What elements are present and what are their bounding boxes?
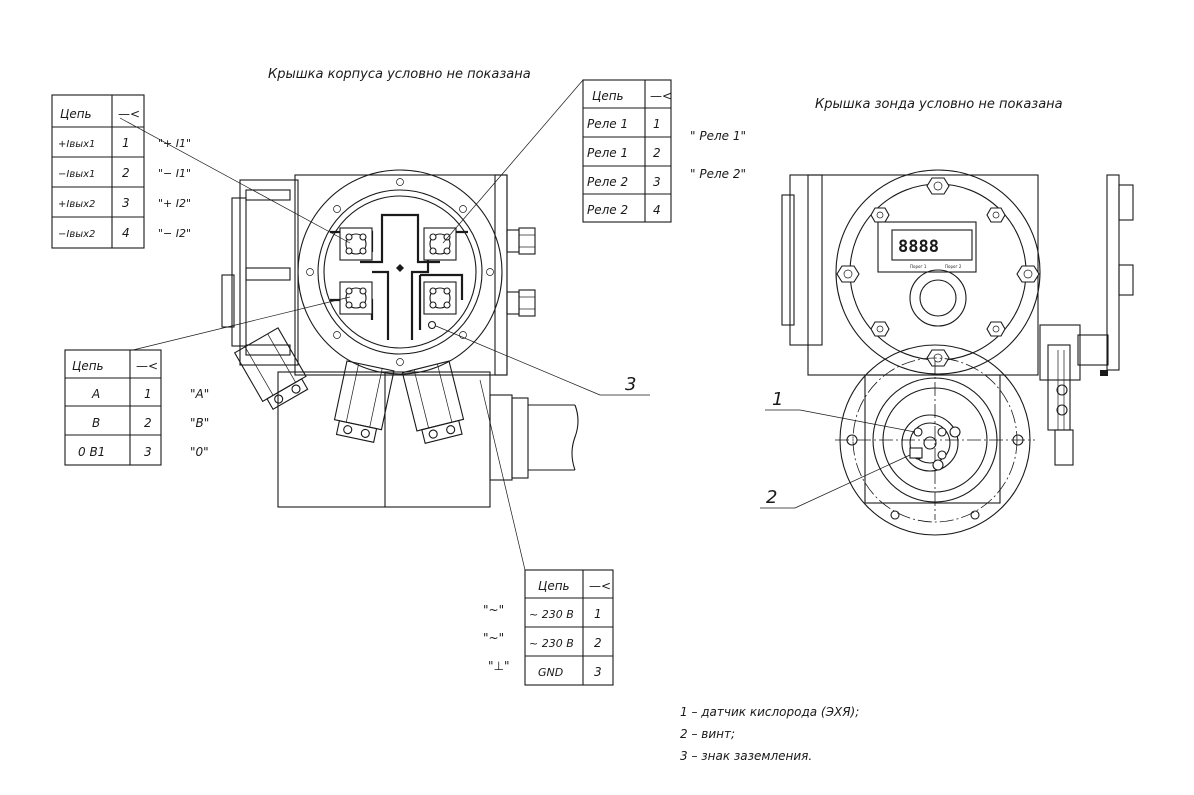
row-label: "A" <box>190 387 209 401</box>
table-cell: −Iвых2 <box>58 229 95 240</box>
table-cell: 2 <box>144 416 152 430</box>
terminal-block <box>423 227 457 261</box>
row-label: "B" <box>190 416 209 430</box>
display-relay-label: Порог 1 <box>910 264 927 269</box>
bolt-head <box>870 321 890 337</box>
table-cell: A <box>91 387 100 401</box>
bolt-head <box>926 177 950 195</box>
row-label: "0" <box>190 445 209 459</box>
row-label: "− I2" <box>158 227 191 240</box>
table-cell: Реле 2 <box>587 203 628 217</box>
probe-cover-note: Крышка зонда условно не показана <box>815 97 1063 112</box>
terminal-block <box>339 227 373 261</box>
bolt-head <box>986 207 1006 223</box>
table-header-circuit: Цепь <box>538 579 570 593</box>
legend-item: 1 – датчик кислорода (ЭХЯ); <box>680 705 859 719</box>
legend-item: 2 – винт; <box>680 727 735 741</box>
table-header-pin: —< <box>589 579 611 593</box>
table-cell: 1 <box>653 117 661 131</box>
table-header-pin: —< <box>650 89 672 103</box>
table-cell: 3 <box>144 445 152 459</box>
table-outputs: Цепь —< +Iвых1 1 −Iвых1 2 +Iвых2 3 −Iвых… <box>51 94 191 249</box>
table-header-circuit: Цепь <box>592 89 624 103</box>
cable-gland <box>506 227 536 255</box>
table-cell: 3 <box>594 665 602 679</box>
table-cell: 1 <box>122 136 130 150</box>
row-label: "~" <box>483 631 504 645</box>
row-label: "− I1" <box>158 167 191 180</box>
row-label: "+ I2" <box>158 197 191 210</box>
bolt-head <box>870 207 890 223</box>
table-header-circuit: Цепь <box>60 107 92 121</box>
connector <box>233 327 309 411</box>
callout-2: 2 <box>766 487 777 508</box>
table-header-pin: —< <box>118 107 140 121</box>
legend: 1 – датчик кислорода (ЭХЯ); 2 – винт; 3 … <box>680 705 859 763</box>
table-cell: ~ 230 В <box>529 608 574 621</box>
table-cell: 3 <box>653 175 661 189</box>
row-label: "+ I1" <box>158 137 191 150</box>
bolt-head <box>836 265 860 283</box>
table-cell: −Iвых1 <box>58 169 95 180</box>
table-cell: 2 <box>594 636 602 650</box>
leader-lines-left <box>119 79 650 571</box>
housing-left-view <box>221 169 579 508</box>
housing-front-view: 8888 Порог 1 Порог 2 <box>781 169 1134 536</box>
terminal-block <box>423 281 457 315</box>
table-cell: Реле 2 <box>587 175 628 189</box>
relay-label: " Реле 1" <box>690 129 746 143</box>
table-relay: Цепь —< Реле 1 1 Реле 1 2 Реле 2 3 Реле … <box>582 79 746 223</box>
table-cell: 3 <box>122 196 130 210</box>
table-header-circuit: Цепь <box>72 359 104 373</box>
table-rs485: Цепь —< A 1 B 2 0 B1 3 "A" "B" "0" <box>64 349 209 466</box>
table-cell: +Iвых2 <box>58 199 95 210</box>
bolt-head <box>1016 265 1040 283</box>
connector <box>333 360 395 443</box>
table-cell: GND <box>538 666 563 679</box>
table-header-pin: —< <box>136 359 158 373</box>
table-cell: 4 <box>122 226 130 240</box>
callout-3: 3 <box>625 374 636 395</box>
oxygen-sensor <box>901 414 961 472</box>
side-connector <box>1039 324 1109 466</box>
table-cell: 1 <box>144 387 152 401</box>
table-cell: ~ 230 В <box>529 637 574 650</box>
table-power: Цепь —< ~ 230 В 1 ~ 230 В 2 GND 3 "~" "~… <box>483 569 614 686</box>
table-cell: 2 <box>653 146 661 160</box>
legend-item: 3 – знак заземления. <box>680 749 812 763</box>
callout-1: 1 <box>772 389 783 410</box>
cable-gland <box>506 289 536 317</box>
display-digits: 8888 <box>898 237 939 257</box>
callouts-right: 1 2 <box>760 389 916 509</box>
table-cell: 4 <box>653 203 661 217</box>
table-cell: Реле 1 <box>587 146 628 160</box>
housing-cover-note: Крышка корпуса условно не показана <box>268 67 531 82</box>
row-label: "⊥" <box>488 659 510 673</box>
table-cell: Реле 1 <box>587 117 628 131</box>
table-cell: +Iвых1 <box>58 139 95 150</box>
table-cell: 2 <box>122 166 130 180</box>
relay-label: " Реле 2" <box>690 167 746 181</box>
display-relay-label: Порог 2 <box>945 264 962 269</box>
table-cell: 0 B1 <box>78 445 105 459</box>
row-label: "~" <box>483 603 504 617</box>
bolt-head <box>986 321 1006 337</box>
table-cell: 1 <box>594 607 602 621</box>
table-cell: B <box>92 416 100 430</box>
connector <box>401 360 465 444</box>
